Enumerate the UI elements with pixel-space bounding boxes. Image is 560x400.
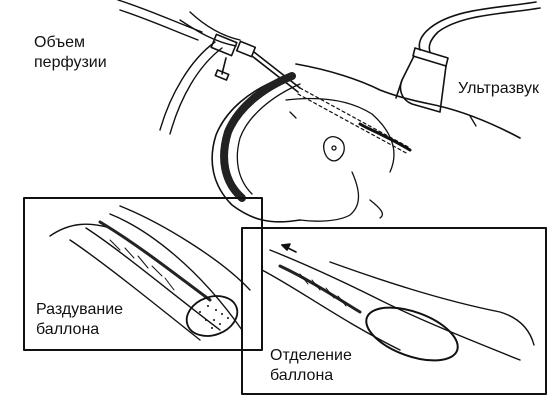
balloon-detachment-line2: баллона — [270, 367, 334, 384]
inset-balloon-inflation — [23, 197, 263, 351]
inset-balloon-detachment — [241, 227, 547, 395]
stopcock-connector — [210, 33, 301, 93]
balloon-inflation-line1: Раздувание — [36, 301, 124, 318]
ultrasound-probe — [395, 1, 541, 113]
uterus-outline — [211, 63, 521, 223]
balloon-detachment-label: Отделение баллона — [270, 346, 352, 386]
fetoscope — [297, 87, 412, 155]
balloon-inflation-label: Раздувание баллона — [36, 300, 123, 340]
perfusion-tubing — [117, 0, 241, 135]
withdraw-arrow-icon — [281, 243, 291, 251]
ultrasound-label: Ультразвук — [458, 80, 539, 97]
perfusion-volume-label: Объем перфузии — [34, 33, 107, 73]
perfusion-volume-line2: перфузии — [34, 54, 107, 71]
balloon-inflation-line2: баллона — [36, 321, 100, 338]
fetal-face — [289, 111, 345, 162]
balloon-detachment-line1: Отделение — [270, 347, 352, 364]
perfusion-volume-line1: Объем — [34, 34, 85, 51]
